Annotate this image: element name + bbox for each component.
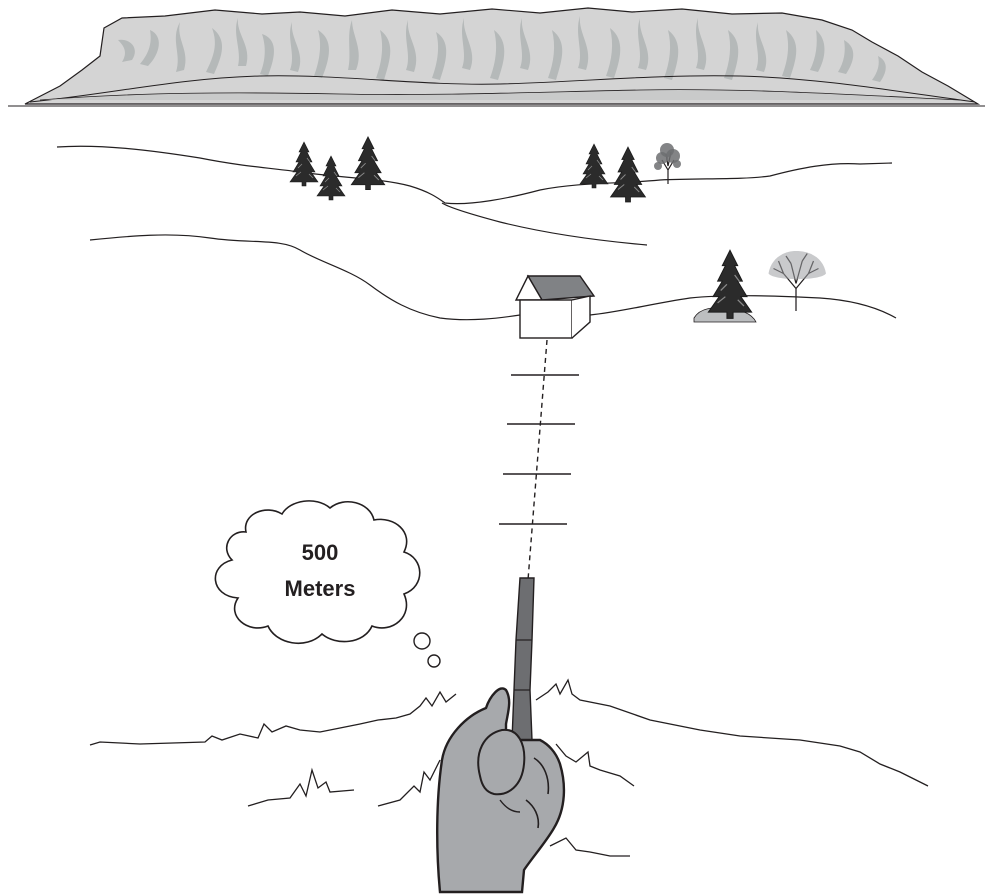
house-icon (516, 276, 594, 338)
pine-tree-icon (611, 147, 646, 202)
tree-group-right (694, 250, 826, 322)
pine-tree-icon (580, 144, 608, 188)
sight-line (528, 340, 547, 580)
distance-value: 500 (302, 540, 339, 565)
hand-with-rifle-icon (437, 578, 564, 892)
distance-unit: Meters (285, 576, 356, 601)
thought-dot-large (414, 633, 430, 649)
leafy-tree-icon (654, 143, 681, 184)
rifle (512, 578, 534, 740)
tree-group-left (290, 137, 385, 200)
back-ridge (57, 146, 892, 245)
pine-tree-icon (351, 137, 385, 190)
thought-bubble: 500 Meters (215, 501, 440, 667)
pine-tree-icon (708, 250, 751, 318)
tree-group-center (580, 143, 681, 202)
mountain-range (8, 8, 985, 106)
pine-tree-icon (290, 142, 318, 186)
bare-tree-icon (769, 251, 827, 311)
middle-ridge (90, 235, 896, 320)
thought-dot-small (428, 655, 440, 667)
pine-tree-icon (317, 156, 345, 200)
